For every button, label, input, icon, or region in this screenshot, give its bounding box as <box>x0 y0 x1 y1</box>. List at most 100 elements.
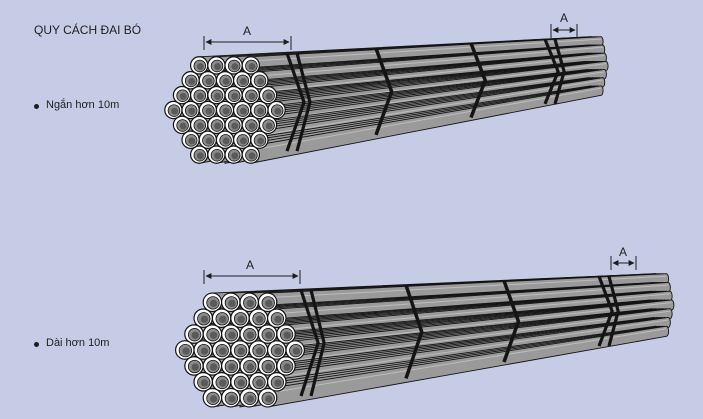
pipe-end-hole <box>246 299 255 308</box>
pipe-end-hole <box>239 137 247 145</box>
pipe-end-hole <box>274 315 282 324</box>
pipe-end-hole <box>265 395 273 403</box>
pipe-end-hole <box>214 152 222 160</box>
dimension-label-a: A <box>246 258 254 272</box>
pipe-end-hole <box>219 379 227 387</box>
pipe-end-hole <box>209 395 218 403</box>
pipe-highlight <box>267 71 605 122</box>
bundle-long: A A <box>175 245 675 408</box>
dimension-label-a: A <box>560 11 568 25</box>
strap-band <box>299 289 320 397</box>
pipe-end-hole <box>196 122 204 130</box>
strap-band <box>469 42 488 119</box>
pipe-end-hole <box>257 78 265 85</box>
pipe-end-hole <box>219 347 227 355</box>
pipe-end-hole <box>200 315 209 324</box>
pipe-end-hole <box>200 347 209 355</box>
pipe-end-hole <box>231 63 239 71</box>
pipe-end-hole <box>237 315 245 324</box>
strap-band-double <box>309 289 326 397</box>
pipe-end-hole <box>239 78 247 85</box>
pipe-end-hole <box>248 63 256 71</box>
bundle-short-straps <box>285 38 566 152</box>
pipe-end-hole <box>248 152 256 160</box>
dimension-near-long: A <box>203 258 301 284</box>
pipe-end-hole <box>182 347 190 355</box>
pipe-end-hole <box>228 331 236 339</box>
pipe-end-hole <box>255 379 264 387</box>
dimension-far-long: A <box>610 245 637 270</box>
pipe-end-hole <box>255 315 264 324</box>
strap-band <box>543 38 560 105</box>
label-longer-than-10m: Dài hơn 10m <box>46 337 110 349</box>
pipe-end-hole <box>196 92 204 100</box>
pipe-end-hole <box>246 363 255 371</box>
pipe-end-hole <box>265 92 273 100</box>
pipe-end-hole <box>196 63 204 71</box>
label-shorter-than-10m: Ngắn hơn 10m <box>46 99 120 111</box>
pipe-end-hole <box>283 331 291 339</box>
pipe-end-hole <box>274 347 282 355</box>
pipe-end-hole <box>205 78 213 85</box>
pipe-end-hole <box>205 107 213 115</box>
pipe-end-hole <box>188 78 196 85</box>
dimension-label-a: A <box>619 245 627 259</box>
pipe-highlight <box>276 319 669 378</box>
pipe-end-hole <box>222 137 230 145</box>
pipe-highlight <box>250 87 602 151</box>
pipe-end-hole <box>214 92 222 100</box>
pipe-end-hole <box>231 92 239 100</box>
pipe-end-hole <box>222 107 230 115</box>
pipe-highlight <box>259 46 603 77</box>
pipe-highlight <box>285 310 670 362</box>
bundle-long-pipe-ends <box>175 292 305 408</box>
pipe-end-hole <box>228 363 236 371</box>
bundle-short: A A <box>164 11 609 164</box>
pipe-end-hole <box>228 395 236 403</box>
strap-band-double <box>295 52 312 152</box>
bullet-short <box>34 104 39 109</box>
pipe-end-hole <box>248 122 256 130</box>
pipe-end-hole <box>191 363 199 371</box>
pipe-end-hole <box>274 379 282 387</box>
strap-band-double <box>607 275 620 347</box>
pipe-end-hole <box>214 122 222 130</box>
pipe-end-hole <box>274 107 282 115</box>
diagram-title: QUY CÁCH ĐAI BÓ <box>34 23 142 37</box>
pipe-end-hole <box>231 152 239 160</box>
pipe-end-hole <box>188 107 196 115</box>
pipe-end-hole <box>179 92 187 100</box>
pipe-end-hole <box>231 122 239 130</box>
pipe-end-hole <box>283 363 291 371</box>
pipe-end-hole <box>171 107 179 115</box>
pipe-end-hole <box>237 379 245 387</box>
pipe-end-hole <box>196 152 204 160</box>
pipe-highlight <box>250 38 601 62</box>
pipe-end-hole <box>222 78 230 85</box>
pipe-end-hole <box>179 122 187 130</box>
dimension-near-short: A <box>203 24 292 50</box>
pipe-end-hole <box>219 315 227 324</box>
strap-band <box>502 280 521 363</box>
dimension-label-a: A <box>243 24 251 38</box>
bundle-short-pipe-ends <box>164 56 286 164</box>
strap-band <box>597 275 614 347</box>
dimension-far-short: A <box>550 11 578 38</box>
strap-band <box>285 52 306 152</box>
pipe-end-hole <box>188 137 196 145</box>
pipe-end-hole <box>200 379 209 387</box>
pipe-end-hole <box>228 299 236 308</box>
pipe-end-hole <box>255 347 264 355</box>
pipe-body <box>267 325 670 408</box>
pipe-end-hole <box>237 347 245 355</box>
pipe-end-hole <box>248 92 256 100</box>
pipe-end-hole <box>265 331 273 339</box>
bundle-long-straps <box>299 275 620 397</box>
strap-band-double <box>553 38 566 105</box>
pipe-end-hole <box>239 107 247 115</box>
bullet-long <box>34 342 39 347</box>
pipe-end-hole <box>209 299 218 308</box>
strap-band <box>404 284 424 379</box>
